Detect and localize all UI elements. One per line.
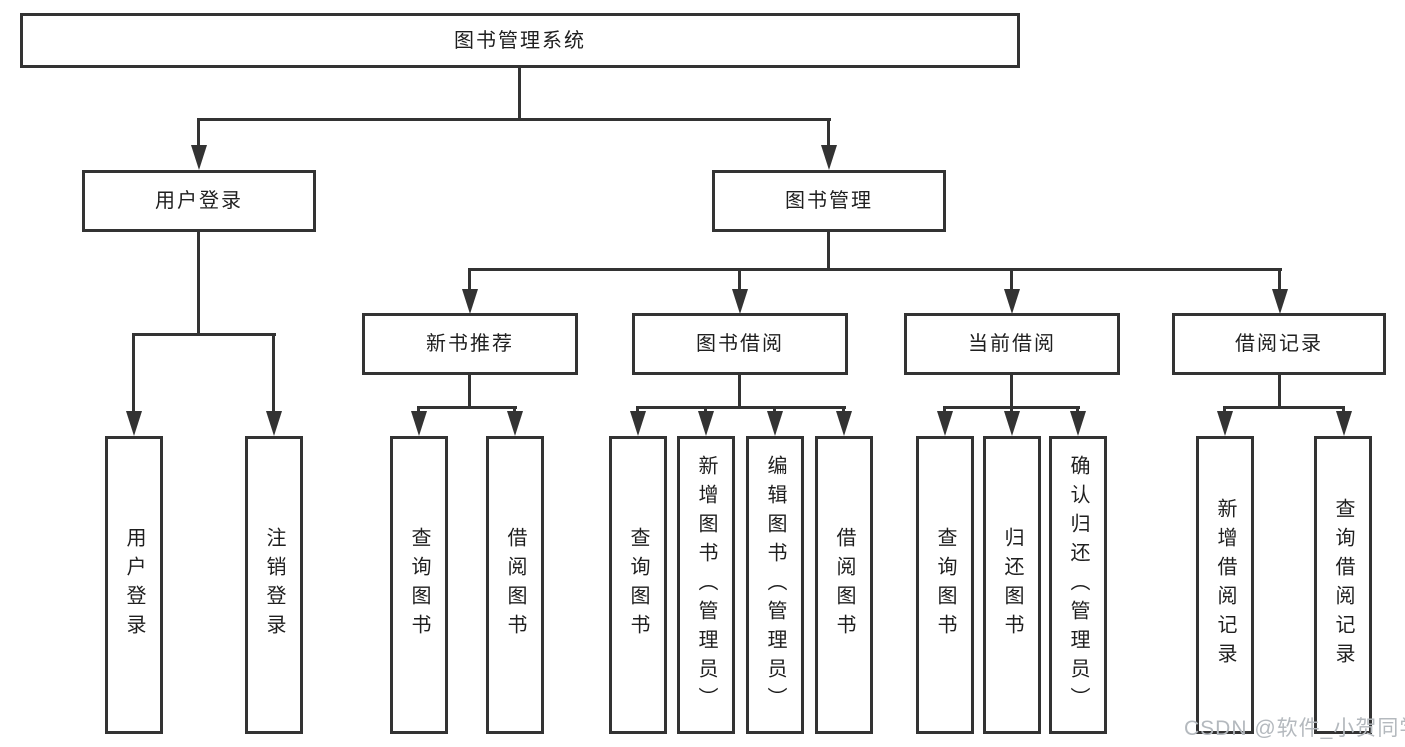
- connector-line: [738, 373, 741, 409]
- arrow-down-icon: [507, 411, 523, 436]
- arrow-down-icon: [937, 411, 953, 436]
- arrow-down-icon: [126, 411, 142, 436]
- leaf-edit-books-admin-label: 编辑图书（管理员）: [764, 454, 786, 716]
- connector-line: [197, 118, 200, 150]
- arrow-down-icon: [767, 411, 783, 436]
- node-new-book-recommend-label: 新书推荐: [426, 333, 514, 355]
- node-system-root: 图书管理系统: [20, 13, 1020, 68]
- leaf-return-books: 归还图书: [983, 436, 1041, 734]
- connector-line: [1278, 373, 1281, 409]
- connector-line: [1223, 406, 1345, 409]
- node-system-root-label: 图书管理系统: [454, 29, 586, 52]
- arrow-down-icon: [1217, 411, 1233, 436]
- leaf-borrow-books: 借阅图书: [815, 436, 873, 734]
- connector-line: [197, 118, 831, 121]
- leaf-confirm-return-admin: 确认归还（管理员）: [1049, 436, 1107, 734]
- connector-line: [132, 333, 135, 418]
- connector-line: [1010, 373, 1013, 409]
- node-new-book-recommend: 新书推荐: [362, 313, 578, 375]
- connector-line: [468, 268, 471, 294]
- leaf-user-login: 用户登录: [105, 436, 163, 734]
- leaf-edit-books-admin: 编辑图书（管理员）: [746, 436, 804, 734]
- arrow-down-icon: [191, 145, 207, 170]
- leaf-add-borrow-record-label: 新增借阅记录: [1214, 498, 1236, 672]
- leaf-return-books-label: 归还图书: [1001, 527, 1023, 643]
- node-borrow-records: 借阅记录: [1172, 313, 1386, 375]
- arrow-down-icon: [732, 289, 748, 314]
- connector-line: [468, 268, 1282, 271]
- arrow-down-icon: [1070, 411, 1086, 436]
- connector-line: [197, 230, 200, 336]
- leaf-confirm-return-admin-label: 确认归还（管理员）: [1067, 454, 1089, 716]
- arrow-down-icon: [836, 411, 852, 436]
- arrow-down-icon: [462, 289, 478, 314]
- leaf-query-borrow-record-label: 查询借阅记录: [1332, 498, 1354, 672]
- arrow-down-icon: [630, 411, 646, 436]
- leaf-query-books-borrow-label: 查询图书: [627, 527, 649, 643]
- leaf-query-books-recommend: 查询图书: [390, 436, 448, 734]
- node-book-borrow: 图书借阅: [632, 313, 848, 375]
- connector-line: [272, 333, 275, 418]
- arrow-down-icon: [821, 145, 837, 170]
- connector-line: [518, 66, 521, 120]
- connector-line: [1278, 268, 1281, 294]
- connector-line: [468, 373, 471, 409]
- connector-line: [636, 406, 846, 409]
- leaf-logout: 注销登录: [245, 436, 303, 734]
- connector-line: [417, 406, 517, 409]
- node-book-borrow-label: 图书借阅: [696, 333, 784, 355]
- arrow-down-icon: [1336, 411, 1352, 436]
- leaf-user-login-label: 用户登录: [123, 527, 145, 643]
- arrow-down-icon: [1004, 289, 1020, 314]
- leaf-query-books-current: 查询图书: [916, 436, 974, 734]
- leaf-query-books-recommend-label: 查询图书: [408, 527, 430, 643]
- leaf-add-borrow-record: 新增借阅记录: [1196, 436, 1254, 734]
- node-book-management-label: 图书管理: [785, 190, 873, 212]
- node-borrow-records-label: 借阅记录: [1235, 333, 1323, 355]
- node-user-login-module: 用户登录: [82, 170, 316, 232]
- leaf-add-books-admin-label: 新增图书（管理员）: [695, 454, 717, 716]
- connector-line: [132, 333, 276, 336]
- leaf-query-books-borrow: 查询图书: [609, 436, 667, 734]
- leaf-borrow-books-recommend: 借阅图书: [486, 436, 544, 734]
- leaf-logout-label: 注销登录: [263, 527, 285, 643]
- arrow-down-icon: [1004, 411, 1020, 436]
- connector-line: [738, 268, 741, 294]
- leaf-borrow-books-label: 借阅图书: [833, 527, 855, 643]
- csdn-watermark: CSDN @软件_小贺同学: [1184, 717, 1405, 740]
- leaf-borrow-books-recommend-label: 借阅图书: [504, 527, 526, 643]
- node-user-login-module-label: 用户登录: [155, 190, 243, 212]
- connector-line: [827, 118, 830, 150]
- arrow-down-icon: [266, 411, 282, 436]
- arrow-down-icon: [1272, 289, 1288, 314]
- node-book-management: 图书管理: [712, 170, 946, 232]
- leaf-query-books-current-label: 查询图书: [934, 527, 956, 643]
- leaf-add-books-admin: 新增图书（管理员）: [677, 436, 735, 734]
- connector-line: [827, 230, 830, 271]
- node-current-borrow: 当前借阅: [904, 313, 1120, 375]
- arrow-down-icon: [698, 411, 714, 436]
- leaf-query-borrow-record: 查询借阅记录: [1314, 436, 1372, 734]
- connector-line: [1010, 268, 1013, 294]
- node-current-borrow-label: 当前借阅: [968, 333, 1056, 355]
- arrow-down-icon: [411, 411, 427, 436]
